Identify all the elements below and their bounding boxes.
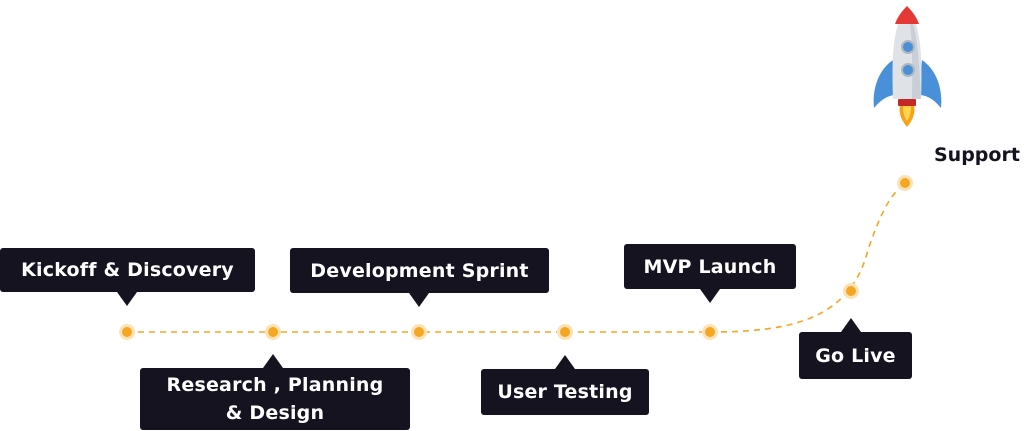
label-user-testing-text: User Testing	[497, 381, 633, 403]
label-go-live: Go Live	[799, 332, 912, 379]
label-mvp-launch-text: MVP Launch	[643, 255, 777, 278]
milestone-dot-mvp-launch	[702, 324, 718, 340]
label-kickoff-discovery: Kickoff & Discovery	[0, 248, 255, 292]
label-mvp-launch: MVP Launch	[624, 244, 796, 289]
label-research-line1: Research , Planning	[166, 374, 384, 396]
pointer-go-live	[841, 318, 861, 332]
rocket-icon	[873, 6, 942, 127]
milestone-dot-go-live	[843, 283, 859, 299]
milestone-dot-kickoff	[119, 324, 135, 340]
label-support: Support	[934, 144, 1020, 166]
label-user-testing: User Testing	[481, 369, 649, 415]
label-research-line2: & Design	[225, 402, 325, 424]
pointer-research	[263, 354, 283, 368]
label-development-sprint-text: Development Sprint	[310, 259, 529, 282]
pointer-kickoff	[117, 292, 137, 306]
milestone-dot-user-testing	[557, 324, 573, 340]
milestone-dot-support	[897, 175, 913, 191]
pointer-user-testing	[555, 355, 575, 369]
timeline-path	[127, 182, 906, 333]
milestone-dot-development	[411, 324, 427, 340]
timeline-dots	[119, 175, 913, 340]
pointer-mvp-launch	[700, 289, 720, 303]
label-go-live-text: Go Live	[815, 344, 896, 367]
pointer-development	[409, 293, 429, 307]
label-development-sprint: Development Sprint	[290, 248, 549, 293]
label-research-planning-design: Research , Planning & Design	[140, 368, 410, 430]
milestone-dot-research	[265, 324, 281, 340]
label-kickoff-discovery-text: Kickoff & Discovery	[21, 259, 234, 281]
